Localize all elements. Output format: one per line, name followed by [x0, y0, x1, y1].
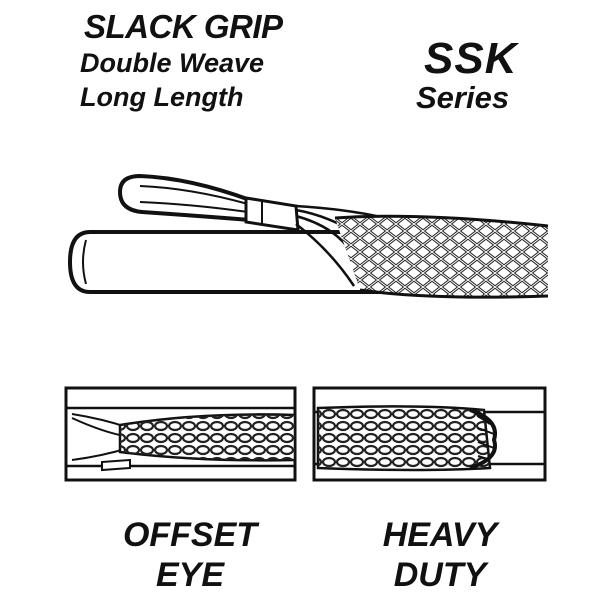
product-subtitle-weave: Double Weave [80, 48, 265, 78]
caption-left-line2: EYE [155, 556, 225, 594]
caption-right-line2: DUTY [393, 556, 487, 594]
offset-eye-caption: OFFSET EYE [90, 515, 290, 595]
product-subtitle-length: Long Length [80, 82, 244, 112]
offset-eye-detail [64, 386, 297, 482]
product-title: SLACK GRIP [84, 8, 283, 45]
heavy-duty-detail [312, 386, 547, 482]
slack-grip-drawing [67, 173, 549, 299]
heavy-duty-caption: HEAVY DUTY [330, 515, 550, 595]
caption-right-line1: HEAVY [382, 516, 498, 554]
series-code: SSK [424, 34, 518, 83]
series-label: Series [416, 80, 510, 115]
caption-left-line1: OFFSET [122, 516, 258, 554]
